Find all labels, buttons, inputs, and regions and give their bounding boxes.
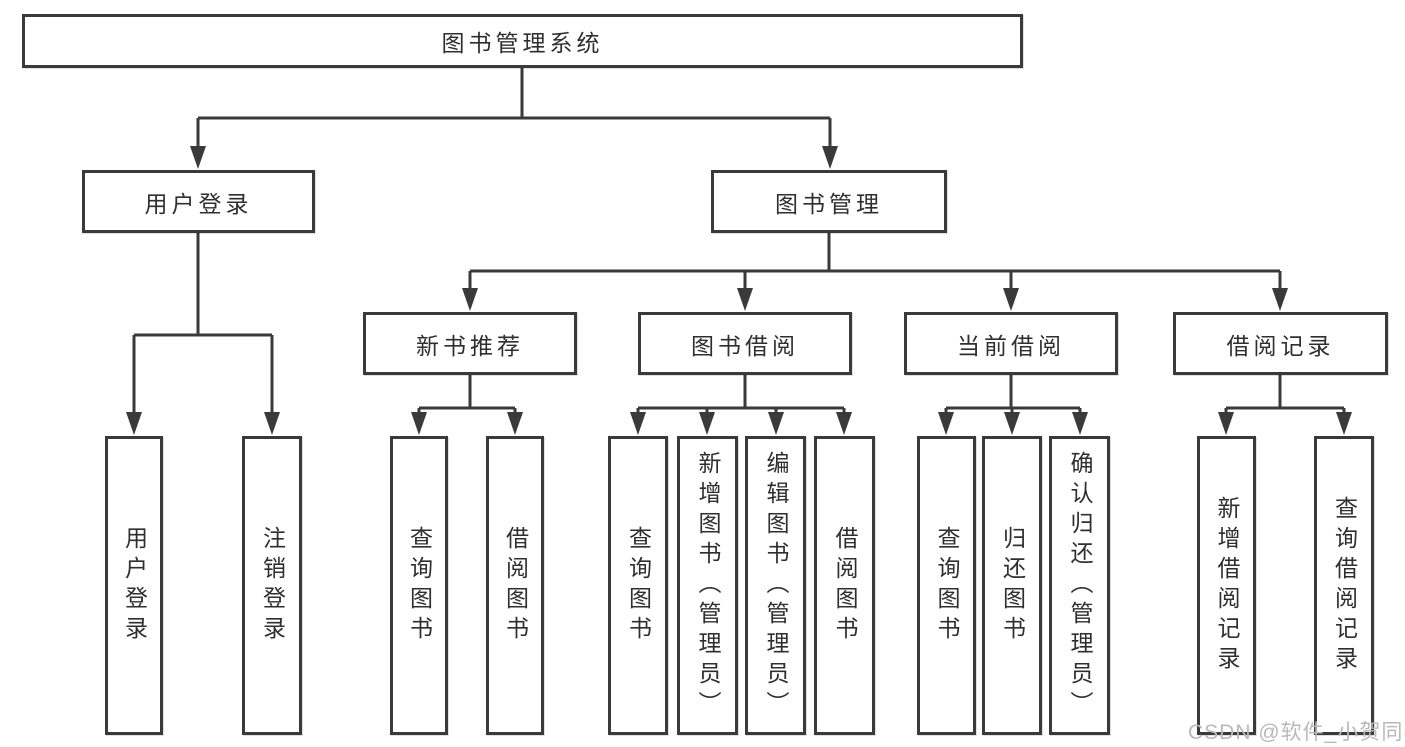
leaf-br-query-record-label: 查询借阅记录 (1331, 495, 1358, 676)
leaf-nb-borrow-books: 借阅图书 (486, 436, 544, 735)
leaf-bb-add-books-label: 新增图书（管理员） (695, 450, 721, 721)
leaf-cb-return-books-label: 归还图书 (999, 525, 1026, 646)
leaf-cb-query-books: 查询图书 (917, 436, 976, 735)
watermark: CSDN @软件_小贺同学 (1188, 721, 1405, 744)
leaf-logout: 注销登录 (242, 436, 302, 735)
leaf-logout-label: 注销登录 (259, 525, 286, 646)
node-new-book-recommend-label: 新书推荐 (416, 332, 524, 359)
leaf-nb-query-books: 查询图书 (390, 436, 448, 735)
leaf-cb-query-books-label: 查询图书 (934, 525, 960, 646)
node-borrow-records-label: 借阅记录 (1226, 332, 1335, 359)
node-book-management-label: 图书管理 (775, 190, 883, 217)
node-current-borrow-label: 当前借阅 (957, 332, 1065, 359)
leaf-cb-return-books: 归还图书 (982, 436, 1042, 735)
node-book-borrow: 图书借阅 (638, 312, 852, 375)
leaf-bb-add-books: 新增图书（管理员） (677, 436, 738, 735)
leaf-bb-edit-books: 编辑图书（管理员） (745, 436, 806, 735)
leaf-cb-confirm-return: 确认归还（管理员） (1049, 436, 1110, 735)
leaf-bb-query-books-label: 查询图书 (625, 525, 652, 646)
node-book-management: 图书管理 (711, 170, 947, 233)
node-borrow-records: 借阅记录 (1173, 312, 1388, 375)
node-user-login: 用户登录 (82, 170, 315, 233)
node-book-borrow-label: 图书借阅 (691, 332, 799, 359)
leaf-br-add-record-label: 新增借阅记录 (1214, 495, 1240, 676)
leaf-bb-borrow-books-label: 借阅图书 (832, 525, 858, 646)
node-current-borrow: 当前借阅 (904, 312, 1118, 375)
node-new-book-recommend: 新书推荐 (363, 312, 577, 375)
node-library-system: 图书管理系统 (22, 14, 1023, 68)
leaf-cb-confirm-return-label: 确认归还（管理员） (1067, 450, 1093, 721)
leaf-bb-borrow-books: 借阅图书 (814, 436, 875, 735)
leaf-user-login: 用户登录 (105, 436, 163, 735)
leaf-bb-edit-books-label: 编辑图书（管理员） (763, 450, 789, 721)
leaf-br-add-record: 新增借阅记录 (1197, 436, 1256, 735)
leaf-nb-query-books-label: 查询图书 (406, 525, 433, 646)
node-user-login-label: 用户登录 (144, 190, 253, 217)
leaf-bb-query-books: 查询图书 (608, 436, 668, 735)
leaf-nb-borrow-books-label: 借阅图书 (502, 525, 529, 646)
leaf-br-query-record: 查询借阅记录 (1314, 436, 1374, 735)
leaf-user-login-label: 用户登录 (121, 525, 148, 646)
node-library-system-label: 图书管理系统 (441, 30, 604, 56)
